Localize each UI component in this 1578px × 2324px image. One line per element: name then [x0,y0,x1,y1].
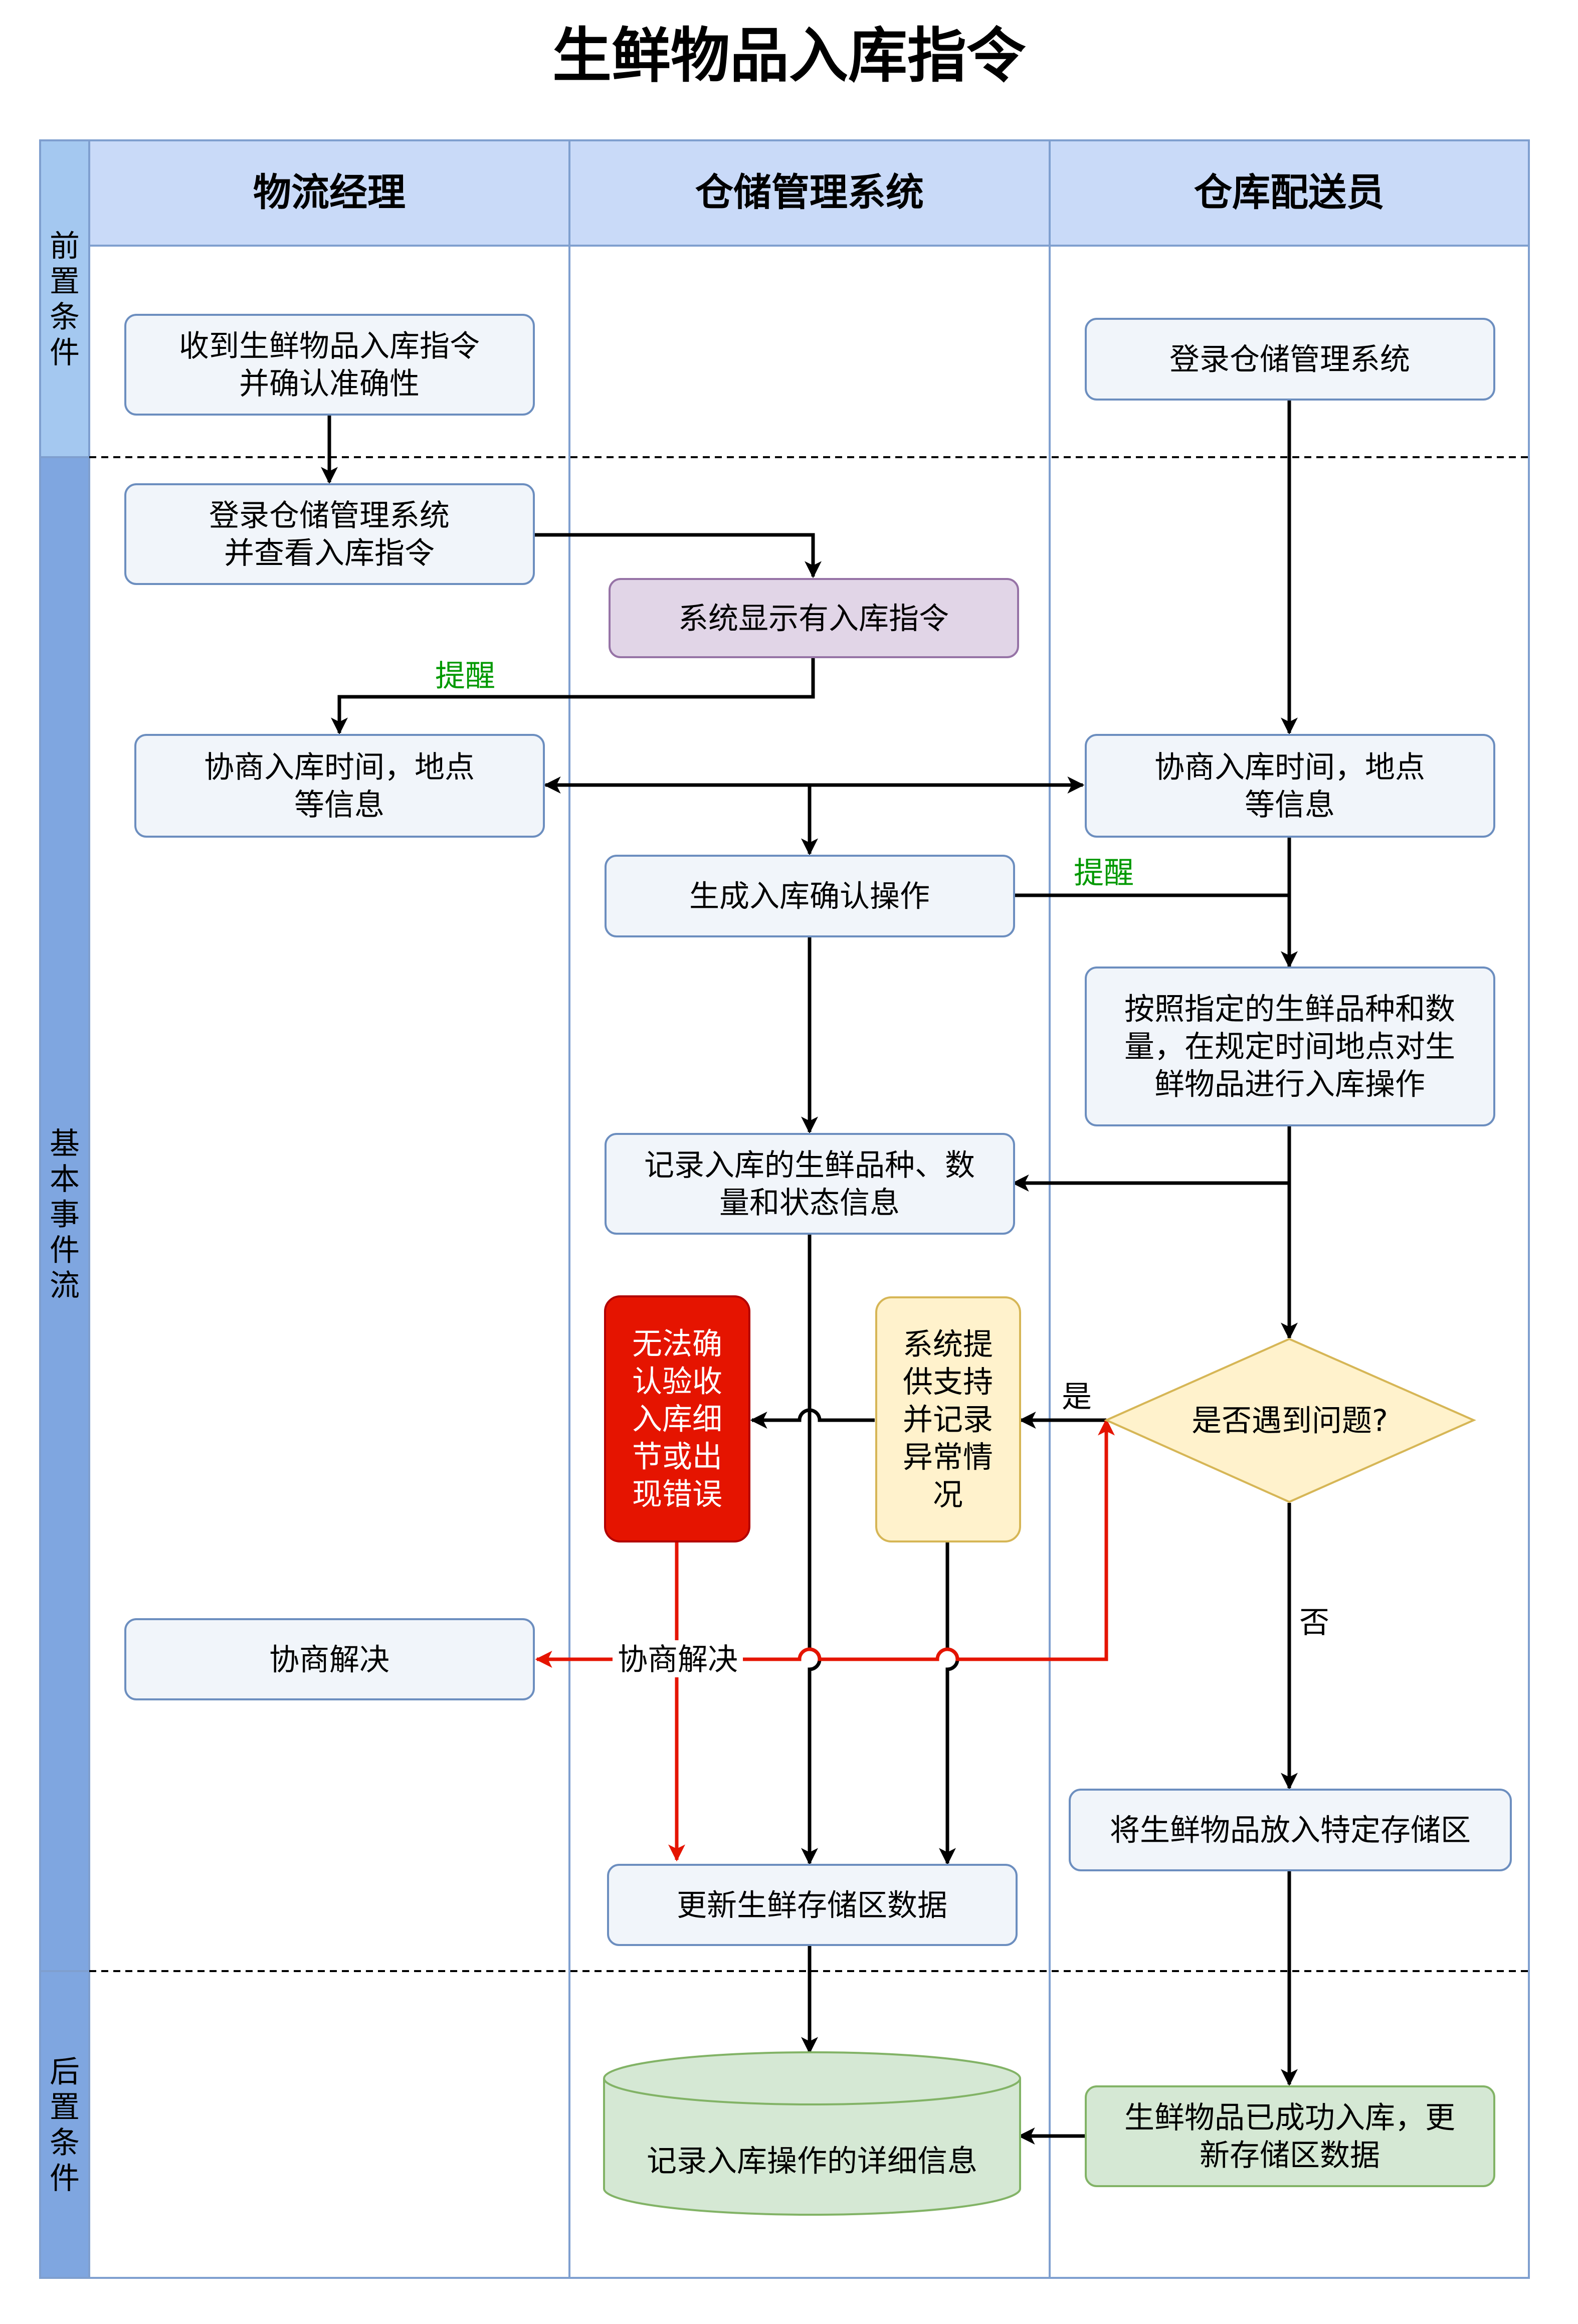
node-detail-log-database: 记录入库操作的详细信息 [603,2051,1021,2216]
node-text-line: 量，在规定时间地点对生 [1124,1030,1455,1065]
edge-label-no: 否 [1299,1605,1329,1640]
phase-label-char: 条 [50,2125,80,2161]
node-text-line: 鲜物品进行入库操作 [1154,1067,1425,1102]
edge-show-to-negotiate [331,657,815,735]
node-text-line: 无法确 [632,1327,722,1362]
node-place-storage: 将生鲜物品放入特定存储区 [1069,1789,1512,1871]
node-confirm-operation: 生成入库确认操作 [605,855,1015,937]
node-text-line: 量和状态信息 [719,1186,900,1221]
node-text-line: 生成入库确认操作 [689,879,930,914]
phase-label-char: 本 [50,1162,80,1197]
node-text-line: 更新生鲜存储区数据 [677,1888,947,1923]
node-text-line: 并确认准确性 [239,366,420,402]
node-text-line: 等信息 [1245,788,1335,823]
edge-label-resolve-bg [613,1640,743,1677]
node-show-order: 系统显示有入库指令 [609,578,1019,658]
phase-label-char: 置 [50,2090,80,2125]
phase-label-char: 置 [50,264,80,299]
lane-label-system: 仓储管理系统 [695,170,924,215]
node-text-line: 按照指定的生鲜品种和数 [1124,992,1455,1027]
edge-login-to-show [533,533,822,578]
node-text-line: 等信息 [294,788,384,823]
node-text-line: 协商解决 [269,1643,389,1678]
node-text-line: 协商入库时间，地点 [1154,750,1425,785]
node-text-line: 登录仓储管理系统 [209,498,450,533]
phase-pre [39,139,90,458]
lane-label-courier: 仓库配送员 [1194,170,1385,215]
phase-label-char: 事 [50,1198,80,1233]
node-courier-login: 登录仓储管理系统 [1085,318,1495,401]
node-text-line: 系统提 [903,1327,993,1363]
phase-label-char: 件 [50,335,80,370]
node-text-line: 并记录 [903,1403,993,1438]
lane-header-courier [1049,139,1530,247]
edge-label-resolve: 协商解决 [618,1642,738,1677]
node-resolve: 协商解决 [124,1618,535,1700]
node-text-line: 供支持 [903,1365,993,1400]
node-text-line: 生鲜物品已成功入库，更 [1124,2100,1455,2136]
node-text-line: 新存储区数据 [1200,2138,1380,2173]
lane-header-system [568,139,1051,247]
edges-red [535,1418,1115,1862]
lane-header-manager [88,139,570,247]
edge-label-remind-2: 提醒 [1074,856,1134,891]
diagram-title: 生鲜物品入库指令 [552,21,1026,90]
phase-post [39,1970,90,2279]
phase-basic [39,456,90,1972]
phase-label-char: 前 [50,229,80,264]
node-text-line: 是否遇到问题? [1192,1404,1388,1439]
phase-label-char: 基 [50,1126,80,1161]
node-text-line: 并查看入库指令 [224,536,435,571]
phase-label-char: 流 [50,1268,80,1303]
node-text-line: 记录入库操作的详细信息 [647,2144,977,2179]
node-text-line: 现错误 [632,1477,722,1512]
node-text-line: 节或出 [632,1440,722,1475]
phase-label-char: 后 [50,2054,80,2089]
node-text-line: 协商入库时间，地点 [204,750,475,785]
node-text-line: 登录仓储管理系统 [1169,342,1410,377]
node-text-line: 记录入库的生鲜品种、数 [644,1148,975,1183]
phase-label-char: 条 [50,300,80,335]
node-text-line: 入库细 [632,1402,722,1437]
node-text-line: 将生鲜物品放入特定存储区 [1110,1813,1471,1848]
node-text-line: 况 [933,1478,963,1513]
node-text-line: 认验收 [632,1365,722,1400]
node-update-storage: 更新生鲜存储区数据 [607,1864,1018,1946]
edge-label-yes: 是 [1062,1380,1092,1415]
node-text-line: 收到生鲜物品入库指令 [179,329,480,364]
node-problem-decision: 是否遇到问题? [1104,1337,1476,1503]
edge-resolve-loop [535,1418,1115,1668]
edge-label-remind-1: 提醒 [435,659,495,694]
phase-label-char: 件 [50,2161,80,2196]
lane-label-manager: 物流经理 [253,170,406,215]
node-text-line: 系统显示有入库指令 [678,602,949,637]
node-text-line: 异常情 [903,1440,993,1475]
phase-label-char: 件 [50,1233,80,1268]
